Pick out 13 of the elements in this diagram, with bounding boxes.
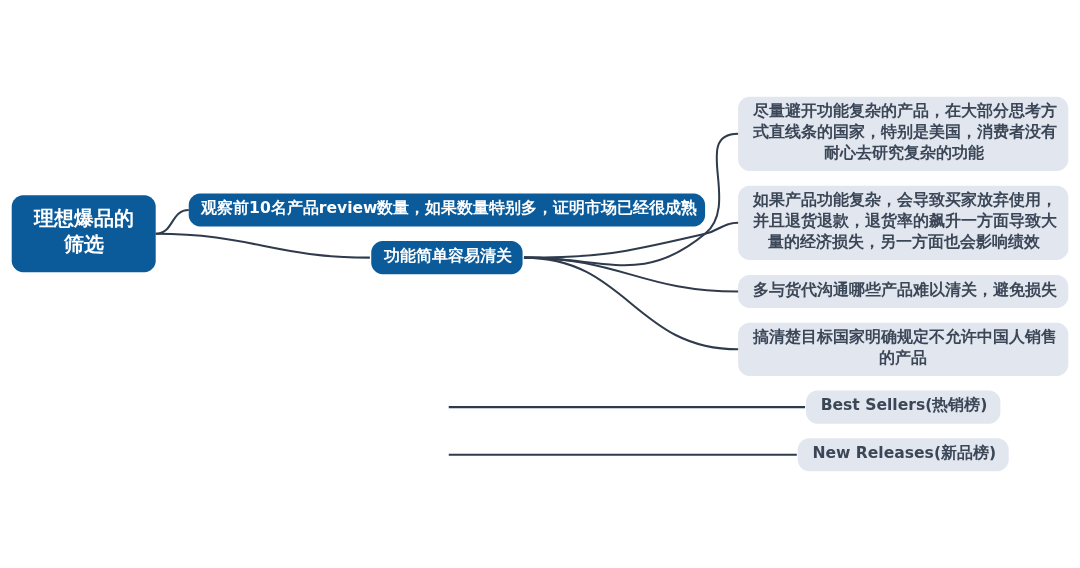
node-box: 搞清楚目标国家明确规定不允许中国人销售的产品: [738, 322, 1069, 376]
node-box: 如果产品功能复杂，会导致买家放弃使用，并且退货退款，退货率的飙升一方面导致大量的经济损失，另一方面也会影响绩效: [738, 185, 1069, 260]
node-box: 尽量避开功能复杂的产品，在大部分思考方式直线条的国家，特别是美国，消费者没有耐心去研究复杂的功能: [738, 96, 1069, 171]
node-box: 理想爆品的筛选: [11, 195, 156, 273]
connector: [523, 256, 739, 351]
node-box: 观察前10名产品review数量，如果数量特别多，证明市场已经很成熟: [188, 193, 706, 227]
connector: [448, 406, 806, 409]
connector: [448, 453, 797, 456]
node-box: 功能简单容易清关: [371, 241, 523, 275]
node-box: New Releases(新品榜): [797, 438, 1009, 472]
connector: [155, 232, 370, 259]
node-box: Best Sellers(热销榜): [806, 390, 1001, 424]
node-box: 多与货代沟通哪些产品难以清关，避免损失: [738, 275, 1069, 309]
